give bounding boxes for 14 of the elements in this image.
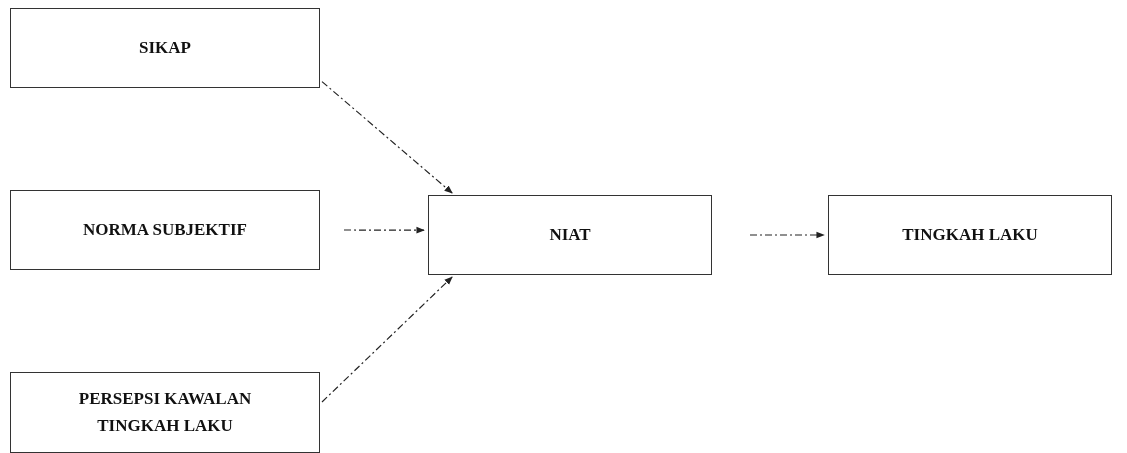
arrow [321, 276, 453, 403]
box-label: PERSEPSI KAWALAN TINGKAH LAKU [77, 388, 253, 437]
arrow [749, 231, 825, 239]
box-label: TINGKAH LAKU [902, 223, 1038, 246]
process-box [828, 195, 1112, 275]
process-box [428, 195, 712, 275]
process-box [10, 8, 320, 88]
arrow [321, 81, 453, 194]
arrow [343, 226, 425, 234]
process-box [10, 372, 320, 453]
box-label: NORMA SUBJEKTIF [83, 218, 247, 241]
box-label: NIAT [549, 223, 591, 246]
box-label: SIKAP [139, 36, 191, 59]
process-box [10, 190, 320, 270]
